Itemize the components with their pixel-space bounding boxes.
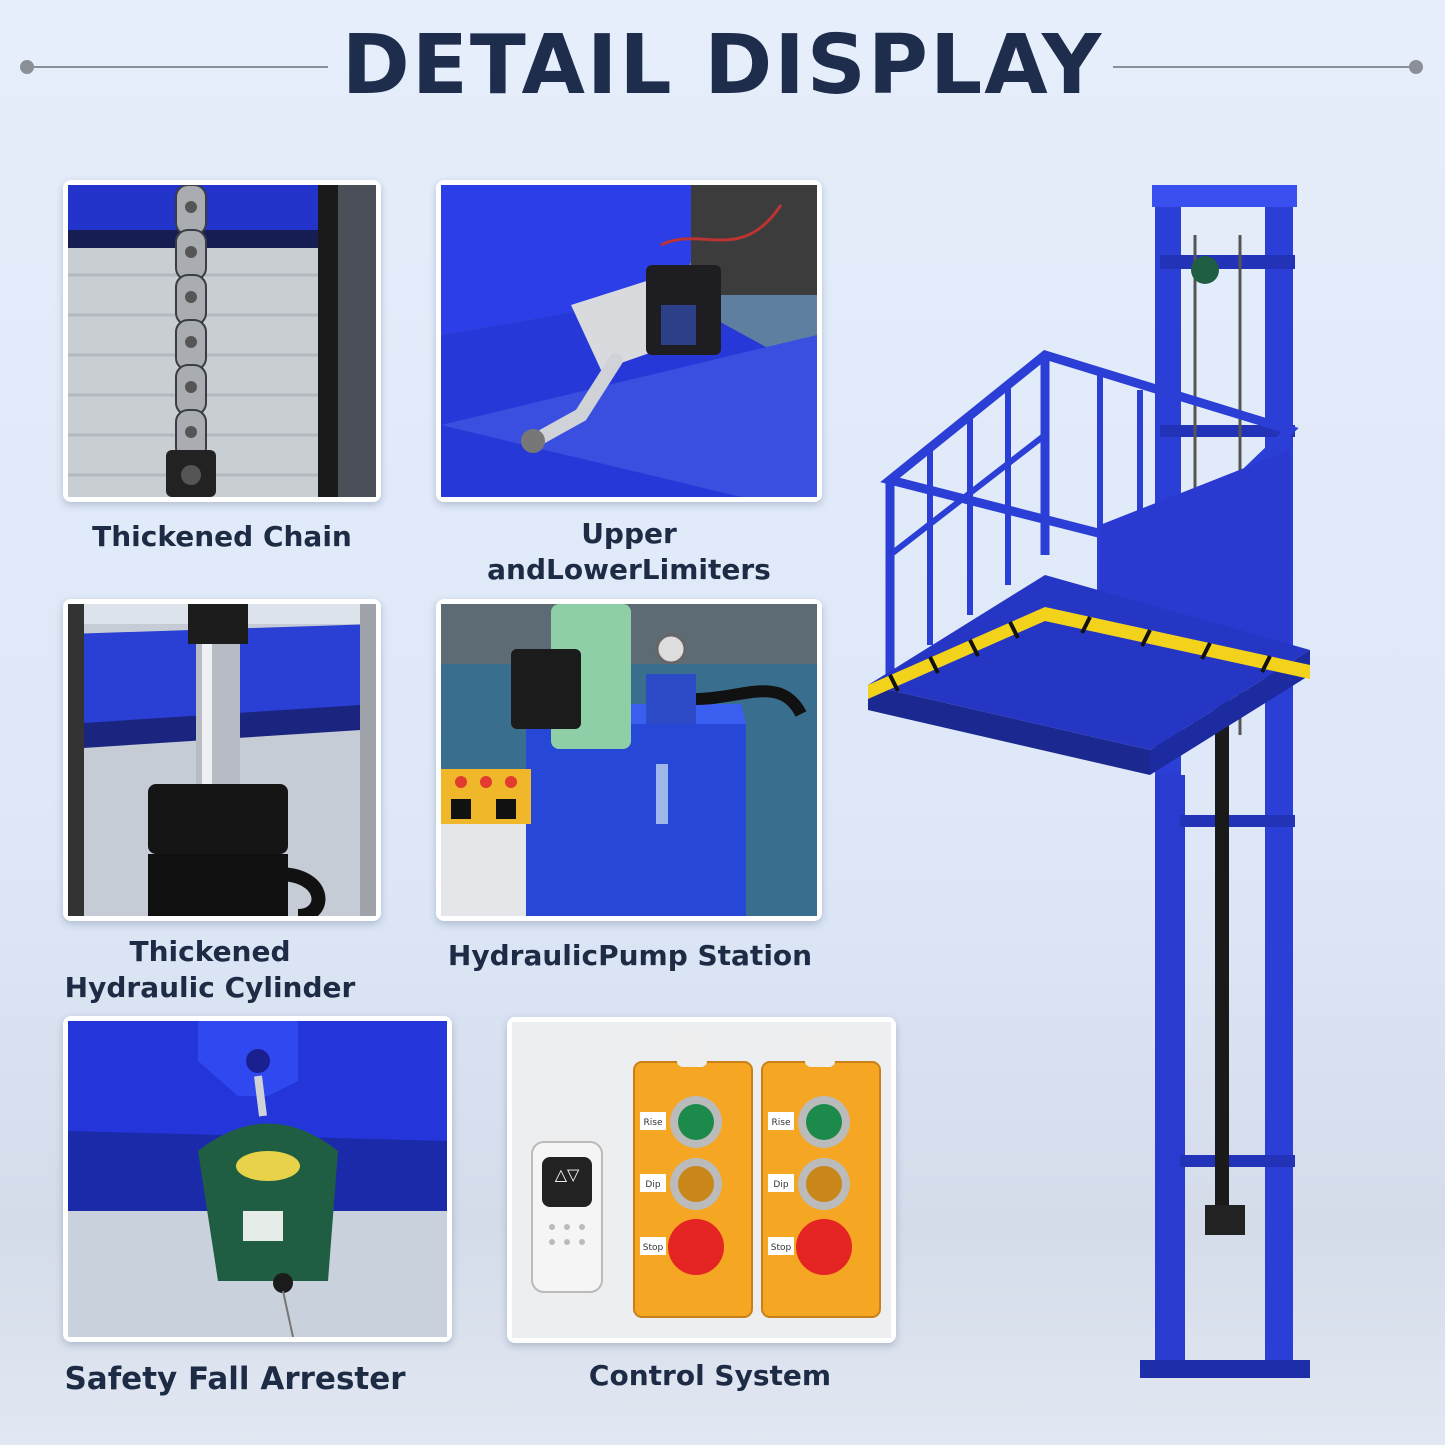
stop-label-1: Stop	[643, 1243, 664, 1253]
mast-right-post	[1265, 185, 1293, 1375]
caption-pump-station: HydraulicPump Station	[447, 939, 813, 972]
rise-label-2: Rise	[772, 1118, 791, 1128]
limit-switch-photo-icon	[441, 185, 817, 497]
caption-control-system: Control System	[588, 1359, 832, 1392]
chain-photo-card	[63, 180, 381, 502]
rise-label-1: Rise	[644, 1118, 663, 1128]
right-rule-dot	[1409, 60, 1423, 74]
caption-hydraulic-cylinder-line1: Thickened	[129, 935, 291, 968]
page-title: DETAIL DISPLAY	[341, 18, 1104, 113]
pump-station-photo-card	[436, 599, 822, 921]
limit-switch-photo-card	[436, 180, 822, 502]
fall-arrester-photo-card	[63, 1016, 452, 1342]
caption-hydraulic-cylinder: Thickened Hydraulic Cylinder	[40, 934, 380, 1006]
caption-hydraulic-cylinder-line2: Hydraulic Cylinder	[64, 971, 356, 1004]
right-rule	[1113, 66, 1416, 68]
caption-fall-arrester: Safety Fall Arrester	[64, 1361, 406, 1397]
fall-arrester-photo-icon	[68, 1021, 447, 1337]
chain-photo-icon	[68, 185, 376, 497]
caution-stripe-left	[868, 607, 1045, 699]
back-gate-panel	[1100, 450, 1290, 645]
pump-station-photo-icon	[441, 604, 817, 916]
caption-thickened-chain: Thickened Chain	[92, 520, 352, 553]
svg-text:△▽: △▽	[555, 1165, 580, 1184]
caption-limiters: Upper andLowerLimiters	[487, 517, 771, 586]
stop-label-2: Stop	[771, 1243, 792, 1253]
caution-stripe-right	[1045, 607, 1310, 679]
platform-floor	[868, 575, 1310, 750]
hydraulic-cylinder-photo-icon	[68, 604, 376, 916]
left-rule	[27, 66, 328, 68]
hydraulic-cylinder-shape	[1215, 695, 1229, 1225]
dip-label-2: Dip	[773, 1180, 788, 1190]
cargo-lift-illustration	[868, 185, 1310, 1378]
control-box-photo-icon: △▽ Rise Dip Stop Rise Dip Stop	[512, 1022, 891, 1338]
hydraulic-cylinder-photo-card	[63, 599, 381, 921]
dip-label-1: Dip	[645, 1180, 660, 1190]
fall-arrester-shape	[1191, 256, 1219, 284]
control-box-photo-card: △▽ Rise Dip Stop Rise Dip Stop	[507, 1017, 896, 1343]
